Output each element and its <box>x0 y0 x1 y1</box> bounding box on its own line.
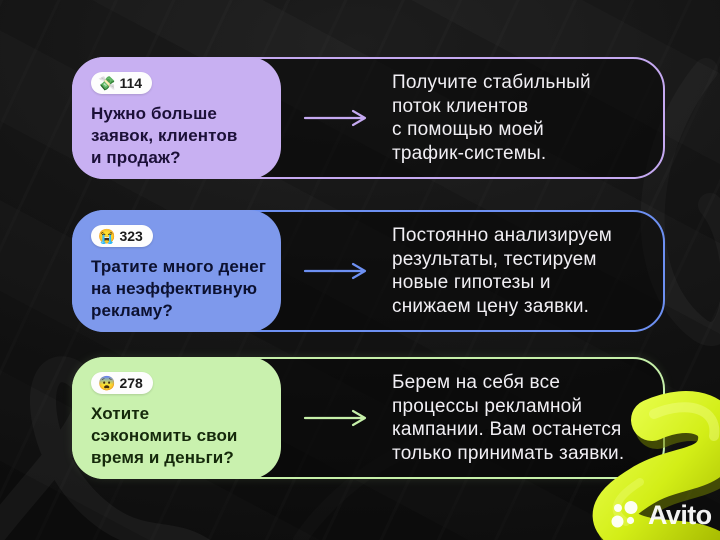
money-wings-emoji-icon: 💸 <box>98 75 116 91</box>
question-text: Тратите много денег на неэффективную рек… <box>91 257 266 320</box>
question-card: 😨 278 Хотите сэкономить свои время и ден… <box>72 357 281 479</box>
avito-logo: Avito <box>607 499 712 531</box>
badge-count: 323 <box>119 228 143 244</box>
answer-text: Постоянно анализируем результаты, тестир… <box>392 225 613 317</box>
arrow-right-icon <box>303 109 367 127</box>
row-save-time: 😨 278 Хотите сэкономить свои время и ден… <box>72 357 665 479</box>
arrow-right-icon <box>303 409 367 427</box>
crying-emoji-icon: 😭 <box>98 228 116 244</box>
answer-text: Получите стабильный поток клиентов с пом… <box>392 72 591 164</box>
row-traffic-system: 💸 114 Нужно больше заявок, клиентов и пр… <box>72 57 665 179</box>
reaction-badge: 💸 114 <box>91 72 153 94</box>
avito-dots-icon <box>611 501 638 528</box>
avito-wordmark: Avito <box>648 500 712 530</box>
row-ad-waste: 😭 323 Тратите много денег на неэффективн… <box>72 210 665 332</box>
reaction-badge: 😨 278 <box>91 372 153 394</box>
fearful-emoji-icon: 😨 <box>98 375 116 391</box>
answer-text: Берем на себя все процессы рекламной кам… <box>392 372 625 464</box>
arrow-right-icon <box>303 262 367 280</box>
badge-count: 114 <box>119 75 143 91</box>
reaction-badge: 😭 323 <box>91 225 153 247</box>
question-card: 😭 323 Тратите много денег на неэффективн… <box>72 210 281 332</box>
question-text: Нужно больше заявок, клиентов и продаж? <box>91 104 238 167</box>
badge-count: 278 <box>119 375 143 391</box>
question-text: Хотите сэкономить свои время и деньги? <box>91 404 238 467</box>
question-card: 💸 114 Нужно больше заявок, клиентов и пр… <box>72 57 281 179</box>
